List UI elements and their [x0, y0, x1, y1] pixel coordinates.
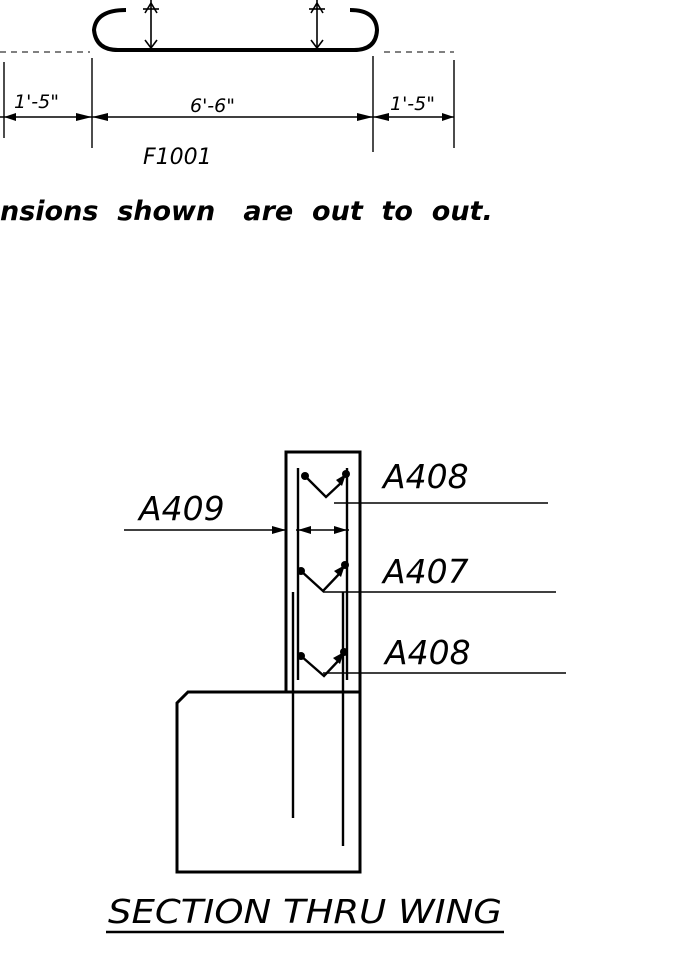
leader-arrows — [272, 526, 347, 534]
bar-mark-label: F1001 — [143, 145, 212, 170]
bar-bending-detail: 1'-5" 6'-6" 1'-5" F1001 — [0, 0, 455, 170]
bend-dimension-left — [143, 0, 159, 49]
tie-bar-middle — [297, 561, 349, 593]
dimension-note: nsions shown are out to out. — [0, 196, 493, 227]
bend-dimension-right — [309, 0, 325, 49]
dimension-right-label: 1'-5" — [390, 93, 435, 115]
tie-bar-upper — [301, 470, 350, 499]
callout-a408-bottom: A408 — [383, 633, 471, 672]
dimension-line — [0, 113, 454, 121]
dimension-left-label: 1'-5" — [14, 91, 59, 113]
footing-outline — [175, 690, 362, 874]
callout-a409: A409 — [137, 489, 225, 528]
vertical-bars — [291, 468, 349, 846]
extension-lines — [3, 56, 455, 152]
section-thru-wing: A408 A409 A407 A408 SECTION THRU WING — [106, 450, 566, 934]
section-title: SECTION THRU WING — [108, 892, 502, 931]
tie-bar-lower — [297, 648, 348, 678]
callout-a408-top: A408 — [381, 457, 469, 496]
bar-shape — [91, 8, 380, 52]
leader-lines — [124, 502, 566, 674]
callout-a407: A407 — [381, 552, 469, 591]
wing-wall-outline — [284, 450, 362, 694]
dimension-center-label: 6'-6" — [190, 95, 235, 117]
